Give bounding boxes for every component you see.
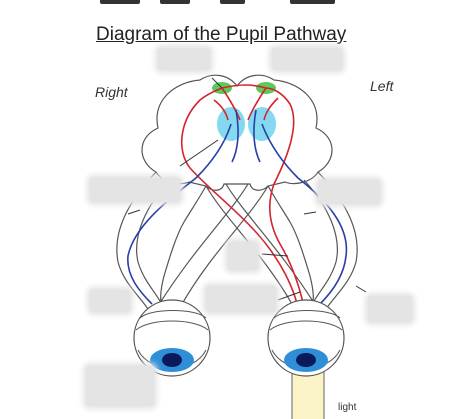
right-side-label: Right	[95, 84, 128, 100]
label-box-center-lower[interactable]	[206, 286, 276, 312]
diagram-title: Diagram of the Pupil Pathway	[96, 24, 347, 45]
light-label: light	[338, 402, 357, 413]
label-box-left-lower[interactable]	[90, 290, 130, 312]
label-box-top-right[interactable]	[272, 48, 342, 70]
label-box-right-mid[interactable]	[318, 180, 380, 204]
afferent-pathway	[180, 84, 307, 319]
cropped-header-remnant	[90, 0, 390, 14]
label-box-right-lower[interactable]	[368, 296, 412, 322]
left-side-label: Left	[370, 78, 394, 94]
efferent-pathway	[127, 109, 348, 305]
right-optic-tract-outline	[267, 185, 314, 307]
optic-chiasm-band-b	[157, 183, 269, 307]
label-box-top-left[interactable]	[158, 48, 210, 70]
right-eye	[133, 299, 211, 377]
pointer-lines	[127, 77, 367, 301]
label-box-left-mid[interactable]	[90, 178, 180, 202]
label-box-center[interactable]	[228, 242, 258, 270]
left-eye	[267, 299, 345, 377]
optic-chiasm-band-a	[205, 183, 317, 307]
label-box-bottom-left[interactable]	[86, 366, 154, 406]
left-optic-tract-outline	[160, 185, 207, 307]
